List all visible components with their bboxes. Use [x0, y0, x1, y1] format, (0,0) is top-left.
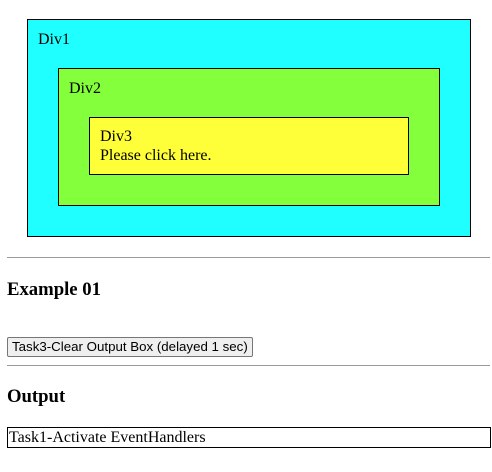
div1-label: Div1: [38, 31, 70, 48]
output-heading: Output: [7, 386, 66, 407]
clear-output-button[interactable]: Task3-Clear Output Box (delayed 1 sec): [7, 337, 253, 357]
div2-label: Div2: [69, 80, 101, 97]
example-heading: Example 01: [7, 279, 101, 300]
div3-box[interactable]: Div3 Please click here.: [89, 117, 409, 175]
div3-instruction: Please click here.: [100, 147, 212, 164]
separator-top: [7, 257, 490, 258]
separator-bottom: [7, 365, 490, 366]
div3-label: Div3: [100, 128, 132, 145]
div3-content: Div3 Please click here.: [100, 127, 212, 165]
output-box[interactable]: Task1-Activate EventHandlers: [7, 427, 491, 448]
